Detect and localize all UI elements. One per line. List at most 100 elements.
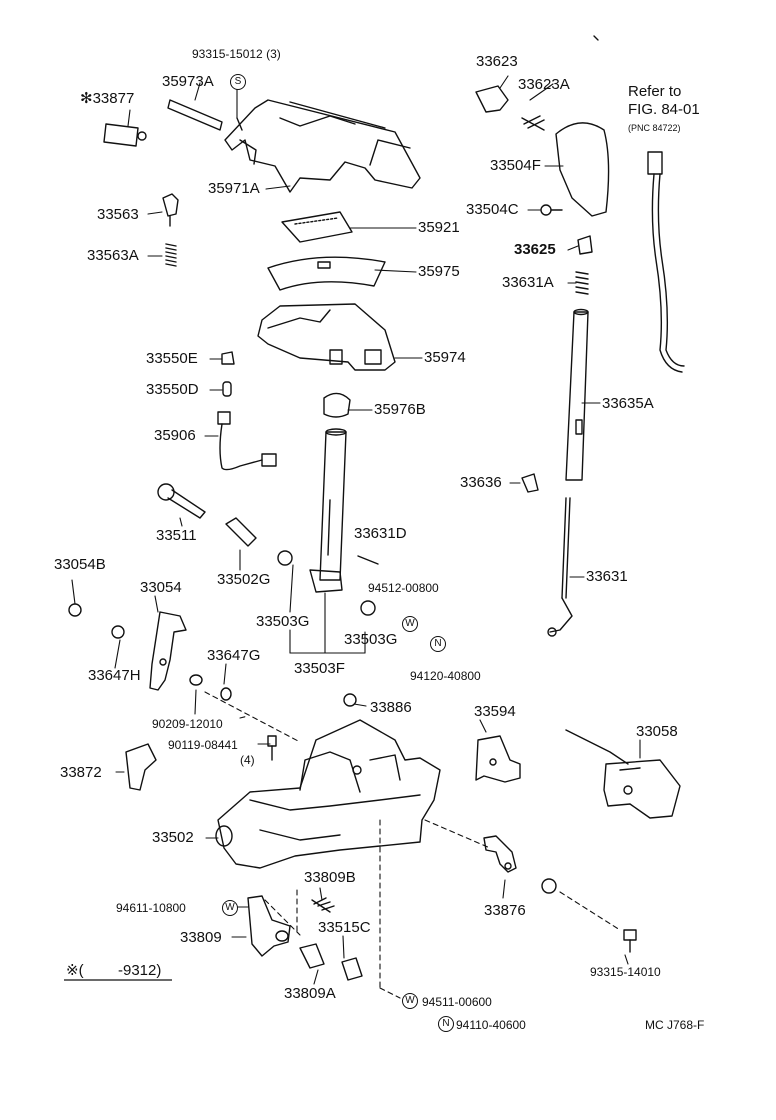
- spec-w-icon: W: [402, 616, 418, 632]
- label-35975: 35975: [418, 263, 460, 280]
- spring-33809B-drawing: [311, 897, 335, 913]
- corner-mark: [593, 35, 599, 41]
- dashed-relation-lines: [204, 691, 621, 999]
- shift-lever-33503F-drawing: [309, 428, 347, 593]
- knob-33504F-drawing: [555, 122, 610, 217]
- reference-line-1: Refer to: [628, 83, 682, 100]
- label-33502G: 33502G: [217, 571, 271, 588]
- label-90119-08441: 90119-08441: [168, 738, 238, 752]
- figure-code: MC J768-F: [645, 1018, 705, 1032]
- screw-33504C-drawing: [540, 204, 563, 216]
- washer-33647H-drawing: [111, 625, 125, 639]
- spec-s-icon: S: [230, 74, 246, 90]
- label-33503F: 33503F: [294, 660, 345, 677]
- label-33631: 33631: [586, 568, 628, 585]
- label-33550E: 33550E: [146, 350, 198, 367]
- reference-line-3: (PNC 84722): [628, 123, 681, 133]
- label-33809: 33809: [180, 929, 222, 946]
- bracket-33872-drawing: [125, 743, 157, 791]
- lever-33635A-drawing: [565, 308, 589, 481]
- cable-fig84-drawing: [647, 151, 685, 373]
- socket-wire-35906-drawing: [217, 411, 277, 471]
- reference-line-2: FIG. 84-01: [628, 101, 700, 118]
- upper-housing-35974-drawing: [257, 303, 396, 371]
- label-90119-qty: (4): [240, 753, 255, 767]
- plate-33877-drawing: [103, 123, 147, 147]
- label-94120-40800: 94120-40800: [410, 669, 481, 683]
- footnote-underline: [64, 979, 172, 981]
- washer-33647G-drawing: [189, 674, 232, 701]
- label-35973A: 35973A: [162, 73, 214, 90]
- nut-33886-drawing: [343, 693, 357, 707]
- label-33594: 33594: [474, 703, 516, 720]
- leader-lines: [71, 75, 641, 985]
- label-33631A: 33631A: [502, 274, 554, 291]
- clip-33563-drawing: [162, 193, 179, 227]
- label-33563: 33563: [97, 206, 139, 223]
- spring-33623A-drawing: [521, 115, 545, 131]
- spec-w-icon-3: W: [402, 993, 418, 1009]
- spring-33563A-drawing: [165, 243, 177, 267]
- label-35971A: 35971A: [208, 180, 260, 197]
- label-33563A: 33563A: [87, 247, 139, 264]
- label-90209-12010: 90209-12010: [152, 717, 223, 731]
- label-33623: 33623: [476, 53, 518, 70]
- pin-33631D-drawing: [357, 555, 379, 565]
- label-33631D: 33631D: [354, 525, 407, 542]
- label-33886: 33886: [370, 699, 412, 716]
- base-33502-drawing: [215, 719, 441, 869]
- label-33623A: 33623A: [518, 76, 570, 93]
- nut-93315-14010-drawing: [541, 878, 637, 953]
- spec-w-icon-2: W: [222, 900, 238, 916]
- label-35906: 35906: [154, 427, 196, 444]
- label-33625: 33625: [514, 241, 556, 258]
- label-93315-15012: 93315-15012 (3): [192, 47, 281, 61]
- label-94611-10800: 94611-10800: [116, 901, 186, 915]
- lever-33876-drawing: [483, 835, 517, 873]
- label-33550D: 33550D: [146, 381, 199, 398]
- label-33511: 33511: [156, 527, 197, 544]
- label-33502: 33502: [152, 829, 194, 846]
- label-33809B: 33809B: [304, 869, 356, 886]
- label-33503G-left: 33503G: [256, 613, 310, 630]
- label-33877: ✻33877: [80, 90, 135, 107]
- rod-33631-drawing: [547, 497, 573, 637]
- label-33647H: 33647H: [88, 667, 141, 684]
- spec-n-icon: N: [430, 636, 446, 652]
- spec-n-icon-2: N: [438, 1016, 454, 1032]
- knob-base-35976B-drawing: [323, 392, 351, 418]
- nut-33054B-drawing: [68, 603, 82, 617]
- bracket-33809-drawing: [247, 895, 291, 957]
- label-33503G-right: 33503G: [344, 631, 398, 648]
- label-33515C: 33515C: [318, 919, 371, 936]
- cover-strip-35975-drawing: [267, 256, 386, 291]
- label-35976B: 35976B: [374, 401, 426, 418]
- bush-33503G-drawing: [277, 550, 376, 616]
- bracket-33594-drawing: [475, 735, 521, 783]
- footnote-marker: ※(: [66, 962, 84, 979]
- plate-33054-drawing: [149, 611, 187, 691]
- holder-33623-drawing: [475, 85, 509, 113]
- bulb-33550-drawing: [221, 351, 235, 397]
- bolt-90119-08441-drawing: [267, 735, 277, 761]
- label-33636: 33636: [460, 474, 502, 491]
- label-33809A: 33809A: [284, 985, 336, 1002]
- button-33625-drawing: [577, 235, 593, 255]
- spring-33631A-drawing: [575, 271, 589, 295]
- label-33058: 33058: [636, 723, 678, 740]
- label-33054B: 33054B: [54, 556, 106, 573]
- label-33876: 33876: [484, 902, 526, 919]
- sleeve-33809A-drawing: [299, 943, 363, 981]
- footnote-range: -9312): [118, 962, 162, 979]
- label-94110-40600: 94110-40600: [456, 1018, 526, 1032]
- label-33635A: 33635A: [602, 395, 654, 412]
- pin-33511-drawing: [157, 483, 206, 519]
- clip-33636-drawing: [521, 473, 539, 493]
- label-33504C: 33504C: [466, 201, 519, 218]
- shift-lock-33058-drawing: [565, 729, 681, 819]
- bush-33502G-drawing: [225, 517, 257, 547]
- indicator-plate-35921-drawing: [281, 211, 353, 243]
- label-94512-00800: 94512-00800: [368, 581, 439, 595]
